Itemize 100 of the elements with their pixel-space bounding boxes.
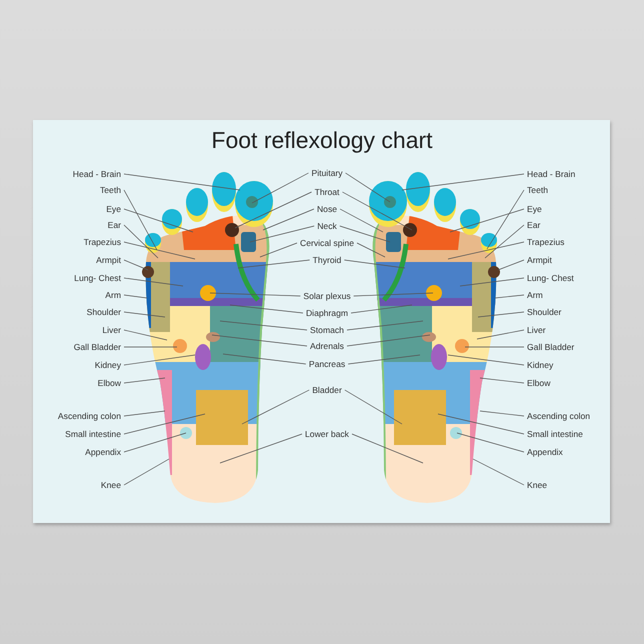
leader-line [460,278,524,286]
leader-line [242,390,310,424]
zone-label: Kidney [94,360,121,370]
leader-line [472,458,524,486]
leader-line [344,390,402,424]
zone-label: Cervical spine [300,238,354,248]
zone-label: Neck [317,221,337,231]
zone-label: Elbow [527,378,550,388]
leader-line [352,434,424,464]
leader-line [220,434,302,464]
zone-label: Gall Bladder [527,342,574,352]
leader-line [222,354,306,364]
zone-label: Head - Brain [527,169,576,179]
zone-label: Eye [527,204,542,214]
leader-line [124,354,196,366]
leader-line [464,346,524,348]
zone-label: Armpit [96,255,121,265]
zone-label: Shoulder [527,307,562,317]
leader-line [456,432,524,452]
zone-label: Ascending colon [527,411,590,421]
leader-line [124,330,168,340]
leader-line [438,414,524,434]
leader-line [478,312,524,318]
leader-line [356,242,386,258]
zone-label: Adrenals [310,341,344,351]
leader-line [350,304,412,314]
leader-line [124,224,158,258]
zone-label: Shoulder [86,307,121,317]
leader-line [210,292,301,296]
zone-label: Solar plexus [303,291,351,301]
leader-line [124,242,196,260]
leader-line [124,260,148,270]
leader-line [230,304,304,314]
leader-line [124,312,166,318]
zone-label: Arm [527,290,543,300]
leader-line [348,354,420,364]
zone-label: Armpit [527,255,552,265]
zone-label: Stomach [310,325,344,335]
zone-label: Knee [100,480,121,490]
zone-label: Appendix [85,447,121,457]
leader-line [480,410,524,416]
leader-line [486,190,524,250]
zone-label: Kidney [527,360,554,370]
leader-line [353,292,434,296]
leader-line [124,208,194,232]
leader-line [262,208,314,230]
zone-label: Head - Brain [72,169,121,179]
leader-line [124,174,240,190]
leader-line [476,330,524,340]
zone-label: Trapezius [84,237,121,247]
zone-label: Small intestine [527,429,583,439]
zone-label: Liver [527,325,546,335]
leader-line [252,172,309,204]
zone-label: Bladder [312,385,342,395]
zone-label: Arm [105,290,121,300]
leader-line [345,172,390,202]
leader-line [340,208,384,232]
leader-line [450,208,524,232]
leader-line [344,260,406,268]
zone-label: Ascending colon [58,411,121,421]
zone-label: Appendix [527,447,563,457]
leader-line [484,224,524,258]
leader-line [124,190,158,250]
zone-label: Throat [314,187,340,197]
leader-line [238,260,310,268]
leader-line [124,346,178,348]
zone-label: Thyroid [312,255,342,265]
leader-line [339,226,390,242]
leader-line [234,192,312,228]
zone-label: Pancreas [308,359,346,369]
zone-label: Trapezius [527,237,564,247]
leader-line [124,378,166,384]
zone-label: Eye [106,204,121,214]
zone-label: Ear [108,220,121,230]
zone-label: Lung- Chest [74,273,121,283]
zone-label: Lung- Chest [527,273,574,283]
leader-line [494,294,524,298]
zone-label: Diaphragm [306,308,348,318]
leader-line [124,432,186,452]
zone-label: Knee [527,480,548,490]
leader-line [448,242,524,260]
zone-label: Liver [102,325,121,335]
leader-line [124,294,148,298]
zone-label: Teeth [100,185,121,195]
leader-line [220,320,308,330]
zone-label: Lower back [305,429,349,439]
leader-line [124,410,166,416]
leader-line [342,192,412,230]
zone-label: Teeth [527,185,548,195]
leader-line [346,334,430,346]
leader-line [124,458,170,486]
leader-line [498,260,524,270]
chart-title: Foot reflexology chart [211,127,433,153]
leader-line [480,378,524,384]
zone-label: Gall Bladder [74,342,121,352]
zone-label: Ear [527,220,540,230]
zone-label: Small intestine [65,429,121,439]
leader-line [250,226,315,242]
leader-line [124,278,184,286]
leader-line [212,334,308,346]
